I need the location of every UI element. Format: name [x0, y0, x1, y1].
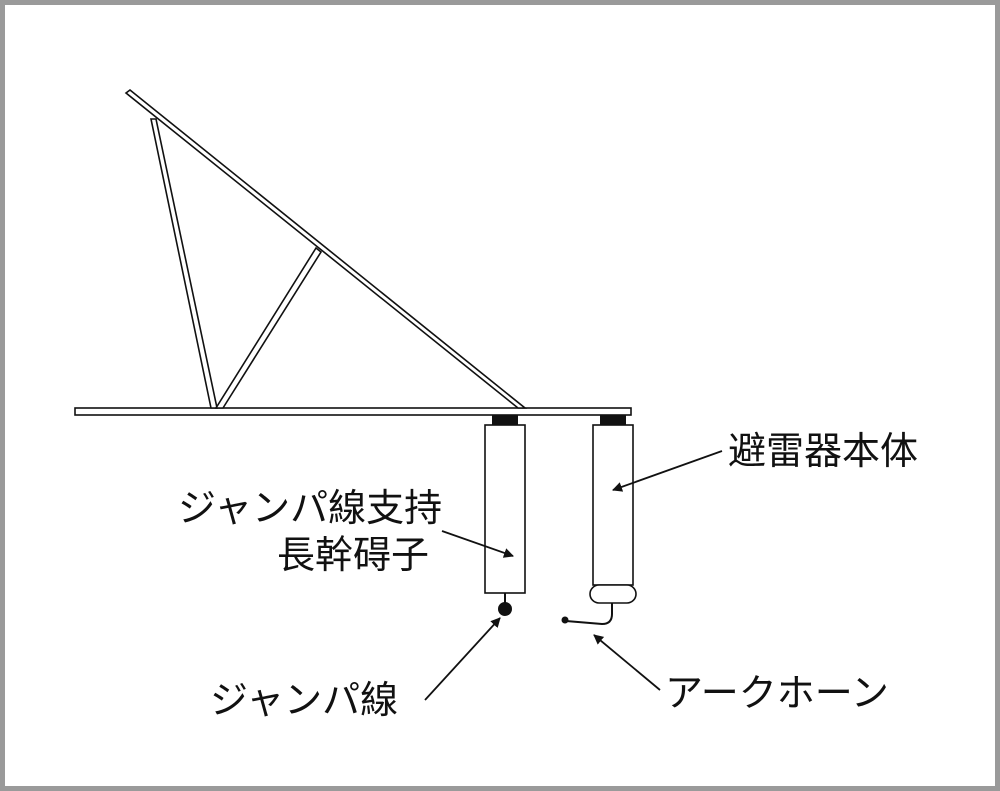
- label-jumper-wire: ジャンパ線: [210, 678, 398, 722]
- arrow-arc-horn: [593, 634, 661, 691]
- long-rod-insulator: [484, 424, 526, 594]
- crossarm-beam: [74, 407, 632, 416]
- label-arc-horn: アークホーン: [665, 671, 889, 715]
- arrow-insulator: [441, 530, 514, 558]
- arrester-cap: [600, 415, 626, 425]
- arrow-arrester-body: [612, 450, 723, 492]
- arrester-bottom-ring: [589, 584, 637, 604]
- diagonal-brace-upper: [124, 88, 528, 409]
- strut-middle: [214, 246, 323, 409]
- arc-horn-tip: [561, 616, 569, 624]
- insulator-cap: [492, 415, 518, 425]
- arrow-jumper-wire: [424, 617, 501, 701]
- strut-left: [150, 118, 218, 409]
- label-arrester-body: 避雷器本体: [728, 429, 918, 473]
- arrester-body: [592, 424, 634, 586]
- arc-horn: [565, 603, 613, 626]
- label-insulator-line1: ジャンパ線支持: [178, 486, 442, 530]
- label-insulator-line2: 長幹碍子: [277, 533, 429, 577]
- jumper-wire-dot: [498, 602, 512, 616]
